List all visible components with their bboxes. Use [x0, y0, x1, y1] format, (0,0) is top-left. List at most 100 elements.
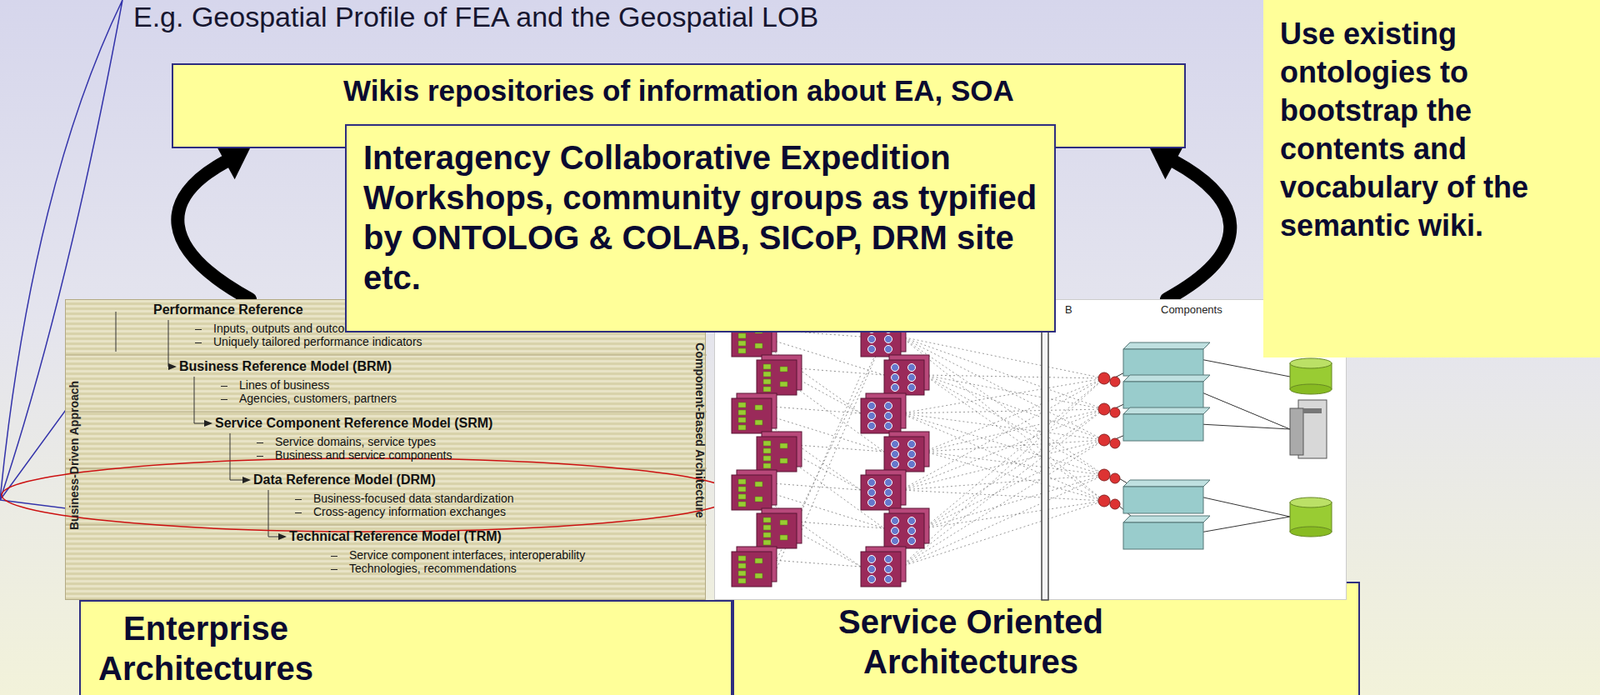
service-dot — [891, 450, 900, 459]
service-dot — [885, 422, 893, 430]
process-dot — [755, 420, 763, 425]
tree-arrowhead — [168, 363, 177, 370]
box-text: Service Oriented Architectures — [737, 601, 1205, 682]
tree-line — [194, 376, 205, 424]
process-link — [771, 330, 861, 337]
process-dot — [738, 555, 746, 561]
bullet-dash — [220, 391, 228, 400]
service-block — [860, 475, 901, 510]
bullet-text: Cross-agency information exchanges — [313, 505, 506, 519]
bullet-row: Service domains, service types — [256, 435, 493, 449]
service-link — [900, 336, 1105, 410]
service-link — [924, 451, 1105, 475]
reference-model-band: Service Component Reference Model (SRM)S… — [215, 415, 493, 462]
process-dot — [763, 448, 771, 454]
process-dot — [738, 348, 746, 354]
process-dot — [763, 371, 771, 377]
process-block — [756, 436, 797, 472]
service-dot — [908, 440, 916, 449]
process-block — [731, 551, 772, 587]
component-cube — [1123, 381, 1204, 409]
service-dot — [868, 402, 876, 410]
process-dot — [755, 343, 763, 349]
box-text: Interagency Collaborative Expedition Wor… — [363, 137, 1038, 298]
service-dot — [891, 440, 900, 449]
process-dot — [763, 540, 771, 545]
ea-box: Enterprise Architectures — [79, 600, 733, 695]
service-block — [884, 513, 925, 549]
service-dot — [868, 422, 876, 430]
bullet-row: Lines of business — [220, 378, 397, 392]
process-link — [796, 368, 885, 375]
bullet-dash — [330, 561, 338, 570]
box-text: Enterprise Architectures — [80, 608, 331, 689]
band-separator — [65, 355, 707, 356]
service-link — [900, 475, 1105, 490]
tree-arrowhead — [204, 420, 213, 427]
service-dot — [868, 555, 876, 564]
fea-model-panel: Business-Driven Approach Component-Based … — [65, 299, 706, 600]
component-cube — [1123, 522, 1204, 550]
process-dot — [755, 481, 763, 487]
soa-panel: B Components — [714, 299, 1347, 600]
tree-arrowhead — [278, 533, 287, 540]
axis-label: Component-Based Architecture — [692, 342, 707, 518]
bullet-dash — [220, 378, 228, 387]
curved-arrow — [1166, 161, 1230, 300]
bullet-row: Business and service components — [256, 448, 493, 462]
process-dot — [738, 425, 746, 430]
service-dot — [868, 325, 876, 334]
ontology-note: Use existing ontologies to bootstrap the… — [1263, 0, 1600, 358]
service-link — [924, 440, 1105, 452]
database-cylinder — [1290, 526, 1332, 537]
service-dot — [908, 450, 916, 459]
service-dot — [908, 537, 916, 545]
bullet-row: Cross-agency information exchanges — [295, 505, 514, 519]
component-cube — [1123, 407, 1210, 415]
process-dot — [738, 333, 746, 339]
column-header: Components — [1160, 303, 1223, 317]
bullet-text: Lines of business — [239, 378, 330, 392]
bullet-dash — [195, 335, 202, 344]
process-dot — [738, 563, 746, 569]
service-dot — [891, 364, 900, 372]
column-header: B — [1065, 303, 1073, 317]
service-dot — [908, 384, 916, 392]
service-dot — [885, 335, 893, 344]
service-link — [924, 409, 1105, 529]
reference-model-band: Business Reference Model (BRM)Lines of b… — [179, 358, 397, 405]
arrowhead — [1150, 144, 1185, 180]
service-link — [924, 500, 1105, 529]
service-dot — [885, 489, 893, 497]
server-icon — [1303, 408, 1322, 414]
axis-label: Business-Driven Approach — [67, 380, 82, 530]
process-block — [731, 321, 772, 357]
highlight-ellipse — [1, 458, 735, 532]
bullet-dash — [295, 505, 302, 514]
component-cube — [1123, 375, 1210, 382]
process-dot — [763, 517, 771, 523]
resource-link — [1200, 359, 1290, 377]
tree-line — [168, 320, 170, 367]
process-link — [796, 378, 861, 414]
service-dot — [885, 575, 893, 584]
service-block — [884, 436, 925, 472]
resource-link — [1200, 391, 1290, 430]
service-dot — [908, 517, 916, 525]
process-dot — [738, 578, 746, 584]
service-dot — [885, 565, 893, 574]
process-dot — [755, 496, 763, 502]
service-link — [900, 440, 1105, 490]
service-dot — [868, 345, 876, 354]
bullet-dash — [330, 548, 338, 557]
interface-port — [1110, 407, 1120, 418]
service-link — [924, 378, 1105, 452]
process-link — [771, 406, 861, 414]
process-link — [796, 521, 885, 529]
process-block — [731, 398, 772, 434]
process-link — [771, 375, 861, 580]
database-cylinder — [1290, 384, 1332, 395]
interface-port — [1098, 434, 1110, 446]
process-dot — [763, 463, 771, 469]
service-block — [884, 360, 925, 395]
